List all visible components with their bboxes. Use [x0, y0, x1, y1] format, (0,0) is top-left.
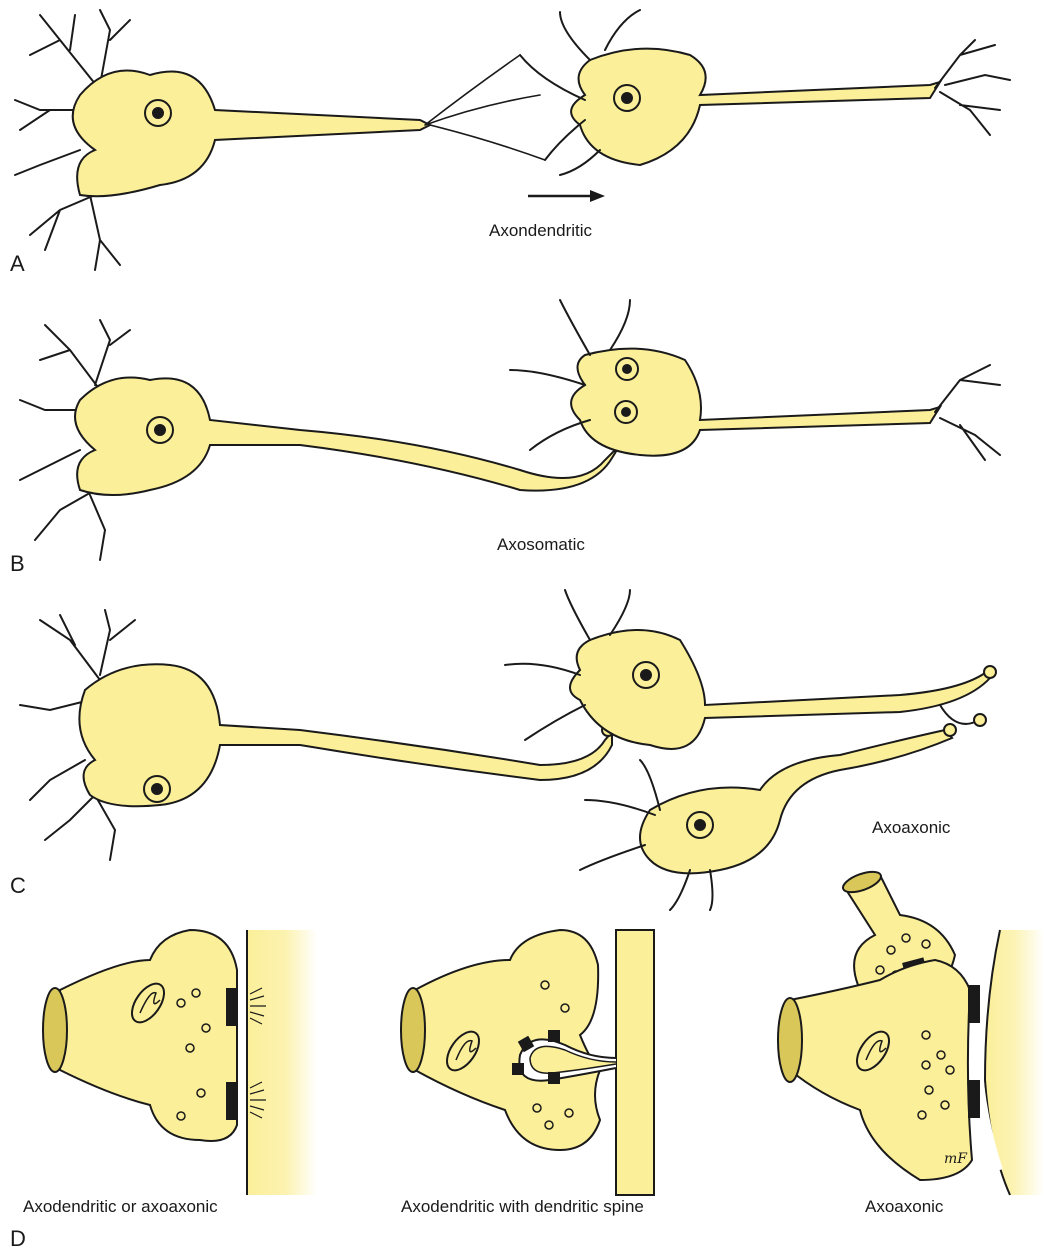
neuron-body-a1 [73, 71, 430, 197]
artist-signature: mF [944, 1151, 968, 1167]
panel-b [20, 300, 1000, 560]
arrow-right-icon [528, 190, 605, 202]
neuron-body-c3 [640, 730, 952, 873]
neuron-body-c2 [570, 630, 990, 749]
caption-axosomatic: Axosomatic [497, 535, 585, 555]
caption-d3: Axoaxonic [865, 1197, 943, 1217]
panel-letter-d: D [10, 1226, 26, 1252]
caption-axondendritic: Axondendritic [489, 221, 592, 241]
panel-letter-b: B [10, 551, 25, 577]
panel-c [20, 590, 996, 910]
caption-d1: Axodendritic or axoaxonic [23, 1197, 218, 1217]
panel-letter-a: A [10, 251, 25, 277]
presynaptic-terminal-d1 [60, 930, 237, 1141]
panel-d: mF [43, 868, 1044, 1195]
postsynaptic-membrane [247, 930, 317, 1195]
panel-letter-c: C [10, 873, 26, 899]
presynaptic-terminal-d3 [790, 960, 972, 1180]
caption-d2: Axodendritic with dendritic spine [401, 1197, 644, 1217]
caption-axoaxonic-c: Axoaxonic [872, 818, 950, 838]
presynaptic-terminal-d2 [415, 930, 600, 1150]
